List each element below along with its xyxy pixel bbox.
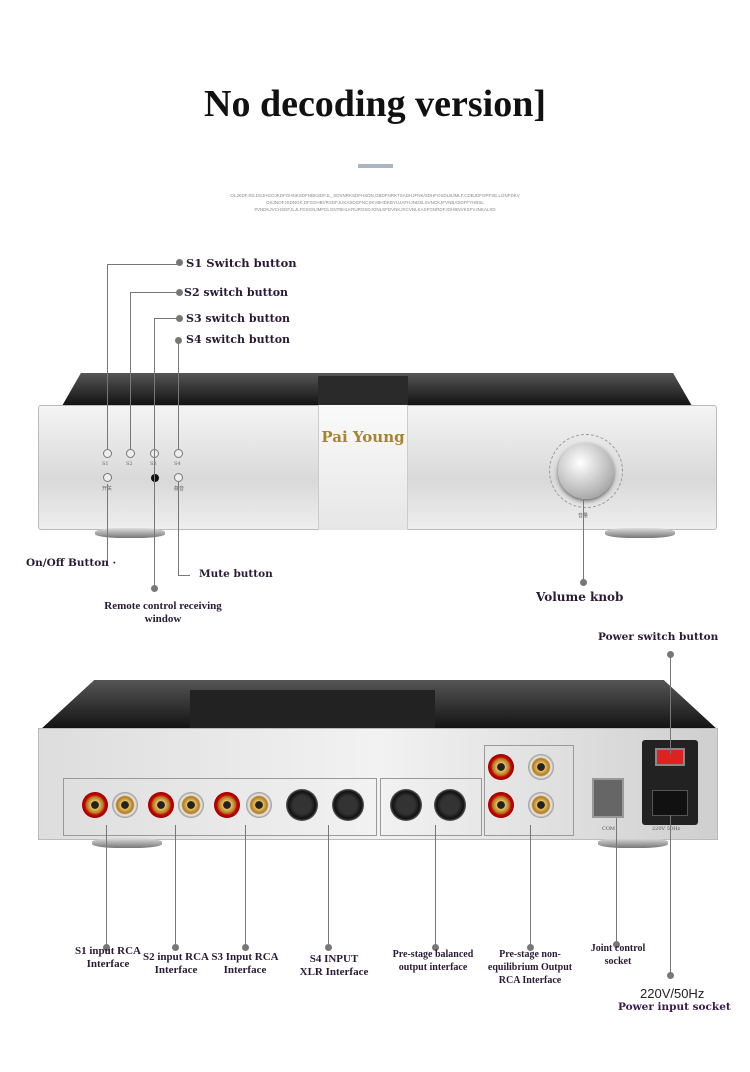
foot <box>95 528 165 538</box>
callout-dot <box>432 944 439 951</box>
label-s4-input: S4 INPUT XLR Interface <box>299 953 369 978</box>
fine-print: OLJKDFJGLDSJHGOJKDFGHNKSDFNBKSDFJL_SDVNR… <box>230 193 520 212</box>
callout-line <box>328 825 329 947</box>
s1-rca-left[interactable] <box>112 792 138 818</box>
label-volume: Volume knob <box>536 590 624 604</box>
balanced-out-section <box>380 778 482 836</box>
callout-dot <box>667 972 674 979</box>
balanced-out-right[interactable] <box>390 789 422 821</box>
s3-rca-left[interactable] <box>246 792 272 818</box>
callout-line <box>178 575 190 576</box>
callout-dot <box>176 259 183 266</box>
mute-button[interactable] <box>174 473 183 482</box>
foot <box>598 838 668 848</box>
volume-knob[interactable] <box>558 443 614 499</box>
onoff-button[interactable] <box>103 473 112 482</box>
label-s1-switch: S1 Switch button <box>186 256 297 270</box>
volume-scale <box>549 434 623 508</box>
mark-com: COM <box>602 826 616 832</box>
s2-rca-right[interactable] <box>148 792 174 818</box>
mark-s1: S1 <box>102 461 109 467</box>
power-input-socket[interactable] <box>652 790 688 816</box>
divider <box>358 164 393 168</box>
rear-top-center <box>190 690 435 730</box>
s4-xlr-left[interactable] <box>332 789 364 821</box>
foot <box>605 528 675 538</box>
label-power-input: Power input socket <box>618 1001 731 1013</box>
s4-xlr-right[interactable] <box>286 789 318 821</box>
callout-dot <box>580 579 587 586</box>
callout-line <box>106 825 107 947</box>
label-s3-input: S3 Input RCA Interface <box>211 951 279 976</box>
balanced-out-left[interactable] <box>434 789 466 821</box>
label-onoff: On/Off Button · <box>26 557 117 569</box>
rca-out-2[interactable] <box>528 754 554 780</box>
label-s4-switch: S4 switch button <box>186 333 291 346</box>
front-top-center <box>318 376 408 406</box>
callout-line <box>154 318 155 588</box>
label-power-switch: Power switch button <box>598 631 719 643</box>
label-s2-switch: S2 switch button <box>184 286 289 299</box>
callout-dot <box>103 944 110 951</box>
callout-dot <box>613 941 620 948</box>
rca-out-4[interactable] <box>528 792 554 818</box>
s1-button[interactable] <box>103 449 112 458</box>
s2-button[interactable] <box>126 449 135 458</box>
callout-line <box>616 818 617 944</box>
mark-mute: 静音 <box>174 486 185 492</box>
rca-out-section <box>484 745 574 836</box>
mark-s4: S4 <box>174 461 181 467</box>
input-section <box>63 778 377 836</box>
callout-dot <box>667 651 674 658</box>
s3-rca-right[interactable] <box>214 792 240 818</box>
label-mute: Mute button <box>199 568 273 580</box>
callout-line <box>245 825 246 947</box>
callout-dot <box>527 944 534 951</box>
label-balanced-out: Pre-stage balanced output interface <box>392 949 474 973</box>
label-s1-input: S1 input RCA Interface <box>74 945 142 970</box>
label-voltage: 220V/50Hz <box>640 986 705 1001</box>
callout-dot <box>175 337 182 344</box>
callout-line <box>670 654 671 754</box>
rca-out-1[interactable] <box>488 754 514 780</box>
callout-line <box>583 500 584 582</box>
callout-dot <box>172 944 179 951</box>
callout-line <box>107 484 108 564</box>
joint-control-socket[interactable] <box>592 778 624 818</box>
callout-line <box>178 340 179 450</box>
callout-line <box>130 292 131 450</box>
callout-dot <box>176 289 183 296</box>
callout-line <box>107 264 108 450</box>
label-remote: Remote control receiving window <box>104 600 222 625</box>
s2-rca-left[interactable] <box>178 792 204 818</box>
label-rca-out: Pre-stage non-equilibrium Output RCA Int… <box>487 949 573 986</box>
callout-line <box>175 825 176 947</box>
callout-dot <box>242 944 249 951</box>
remote-window <box>151 474 159 482</box>
callout-line <box>178 482 179 575</box>
rca-out-3[interactable] <box>488 792 514 818</box>
mark-s3: S3 <box>150 461 157 467</box>
label-joint-control: Joint control socket <box>590 943 646 967</box>
callout-line <box>530 825 531 947</box>
callout-line <box>107 264 179 265</box>
callout-dot <box>325 944 332 951</box>
front-center-plate <box>318 405 408 530</box>
brand-logo: Pai Young <box>321 428 405 446</box>
label-s2-input: S2 input RCA Interface <box>142 951 210 976</box>
mark-ac: 220V 50Hz <box>652 826 681 832</box>
s1-rca-right[interactable] <box>82 792 108 818</box>
callout-line <box>130 292 180 293</box>
s4-button[interactable] <box>174 449 183 458</box>
callout-line <box>670 815 671 975</box>
label-s3-switch: S3 switch button <box>186 312 291 325</box>
callout-dot <box>176 315 183 322</box>
foot <box>92 838 162 848</box>
callout-dot <box>151 585 158 592</box>
page-title: No decoding version] <box>204 83 546 125</box>
mark-s2: S2 <box>126 461 133 467</box>
callout-line <box>435 825 436 947</box>
callout-line <box>154 318 180 319</box>
